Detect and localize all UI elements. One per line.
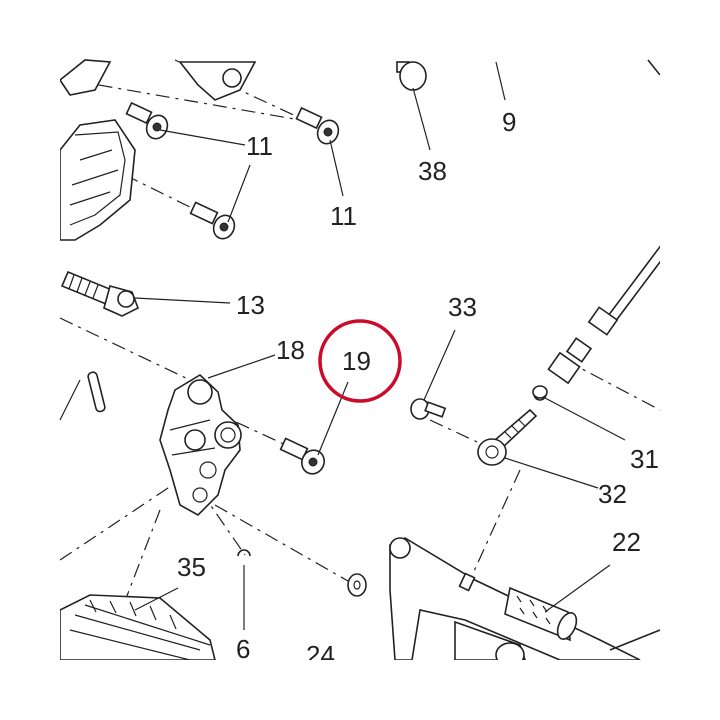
callout-11-a: 11 <box>246 131 273 161</box>
callout-13: 13 <box>236 290 265 320</box>
shift-cable-31 <box>532 245 660 399</box>
bolt-19 <box>279 437 325 475</box>
callout-6: 6 <box>236 634 250 664</box>
pin-part <box>87 371 106 413</box>
callout-18: 18 <box>276 335 305 365</box>
screw-11-lower <box>189 201 236 240</box>
callout-19: 19 <box>342 346 371 376</box>
right-edge-fragments <box>609 59 660 651</box>
callout-22: 22 <box>612 527 641 557</box>
highlight-ring <box>318 319 402 403</box>
washer-24 <box>347 573 367 597</box>
footrest-35 <box>60 594 216 660</box>
callout-35: 35 <box>177 552 206 582</box>
callout-38: 38 <box>418 156 447 186</box>
callout-31: 31 <box>630 444 659 474</box>
plug-38 <box>396 61 427 91</box>
callout-11-b: 11 <box>330 201 357 231</box>
bracket-18 <box>159 374 242 516</box>
bottom-crop-mask <box>0 660 720 720</box>
bolt-13 <box>60 270 140 317</box>
bolt-33 <box>410 398 447 420</box>
rod-end-32 <box>477 387 547 466</box>
callout-33: 33 <box>448 292 477 322</box>
callout-9: 9 <box>502 107 516 137</box>
upper-bracket-part <box>60 59 257 241</box>
screw-11-left <box>125 101 169 140</box>
clip-6 <box>237 549 251 557</box>
shift-lever <box>389 537 641 660</box>
peg-rubber-22 <box>458 572 578 642</box>
screw-11-right <box>295 106 340 145</box>
callout-32: 32 <box>598 479 627 509</box>
callout-labels: 11 11 9 38 13 18 19 33 31 32 22 35 6 24 <box>177 107 659 670</box>
leader-lines <box>59 61 626 630</box>
